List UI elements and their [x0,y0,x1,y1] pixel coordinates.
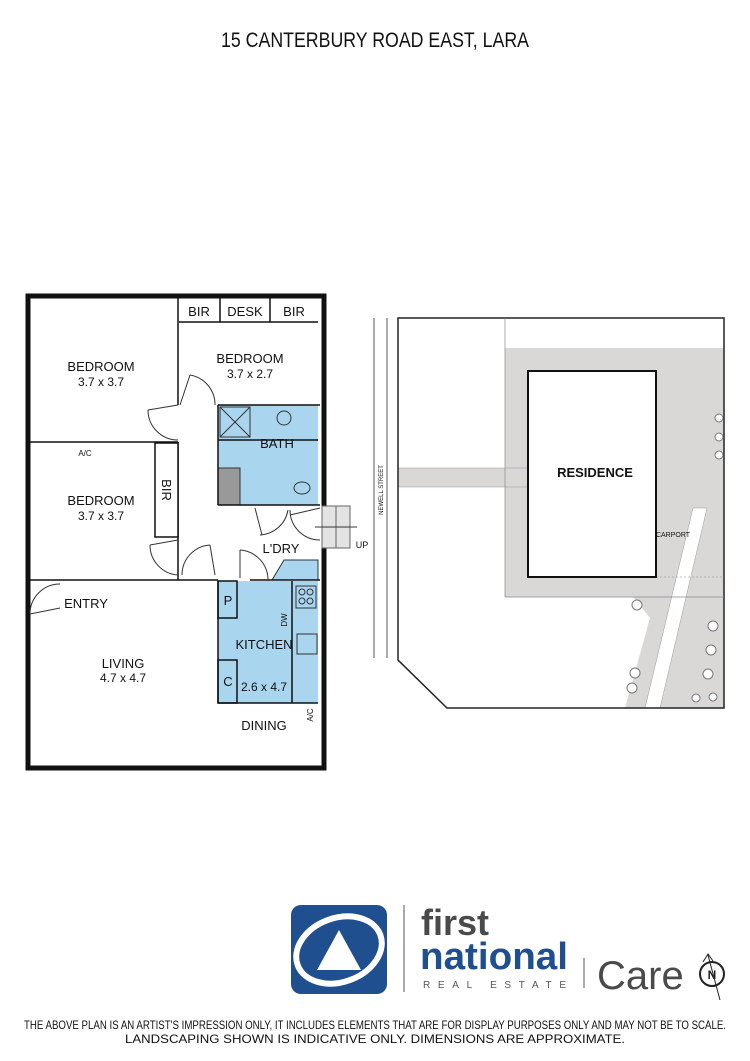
bath-shaft-hatched [217,467,241,506]
page-title: 15 CANTERBURY ROAD EAST, LARA [221,29,529,52]
office-name: Care [597,954,684,998]
kitchen-area [218,581,318,703]
tree-icons [626,413,724,703]
ac-bedroom-label: A/C [78,449,92,458]
toilet-icon [293,481,311,495]
bedroom1-label: BEDROOM [67,359,134,374]
cupboard-label: C [223,674,232,689]
dining-label: DINING [241,718,287,733]
shower-icon [219,406,251,438]
site-plan: NEWELL STREET RESIDENCE CARPORT [373,317,725,709]
bedroom2-label: BEDROOM [216,351,283,366]
bir-side-label: BIR [159,479,174,501]
bedroom3-label: BEDROOM [67,493,134,508]
doors [29,374,321,615]
residence-label: RESIDENCE [557,465,633,480]
first-national-logo: first national REAL ESTATE Care N [291,902,725,1001]
residence-outline [527,370,657,578]
pantry-label: P [224,593,233,608]
brand-real-estate: REAL ESTATE [423,980,566,991]
bedroom3-dims: 3.7 x 3.7 [78,509,124,523]
kitchen-label: KITCHEN [235,637,292,652]
street-label: NEWELL STREET [379,465,385,515]
disclaimer-line1: THE ABOVE PLAN IS AN ARTIST'S IMPRESSION… [24,1018,726,1032]
laundry-label: L'DRY [263,541,300,556]
steps-up-label: UP [356,540,369,550]
ac-dining-label: A/C [306,708,315,722]
compass-letter: N [708,968,717,982]
living-dims: 4.7 x 4.7 [100,671,146,685]
disclaimer-line2: LANDSCAPING SHOWN IS INDICATIVE ONLY. DI… [125,1032,625,1046]
dishwasher-label: DW [280,613,289,627]
entry-steps [315,505,357,549]
entry-label: ENTRY [64,596,108,611]
brand-national: national [420,936,568,978]
bath-label: BATH [260,436,294,451]
carport-label: CARPORT [656,532,691,539]
desk-label: DESK [227,304,263,319]
bir-top-right-label: BIR [283,304,305,319]
compass-north-icon: N [699,953,725,1001]
lot-boundary [397,317,725,709]
brand-first: first [421,902,489,943]
basin-icon [276,410,292,426]
bir-top-left-label: BIR [188,304,210,319]
bedroom1-dims: 3.7 x 3.7 [78,375,124,389]
bedroom2-dims: 3.7 x 2.7 [227,367,273,381]
kitchen-dims: 2.6 x 4.7 [241,680,287,694]
living-label: LIVING [102,656,145,671]
interior-walls [30,298,320,704]
cooktop-icon [295,585,317,609]
laundry-bench [271,559,319,581]
floor-plan: BEDROOM 3.7 x 3.7 BEDROOM 3.7 x 2.7 BEDR… [25,293,369,771]
sink-icon [296,633,318,655]
